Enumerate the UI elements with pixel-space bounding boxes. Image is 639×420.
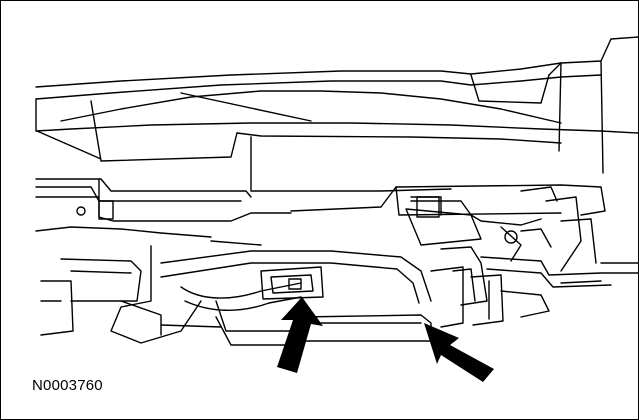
hoses-and-pipes (40, 196, 638, 346)
figure-id-label: N0003760 (32, 377, 103, 394)
callout-arrow-left (277, 297, 323, 373)
callout-arrow-right (424, 323, 494, 382)
hood-panel (35, 36, 638, 192)
frame-member (35, 178, 606, 238)
